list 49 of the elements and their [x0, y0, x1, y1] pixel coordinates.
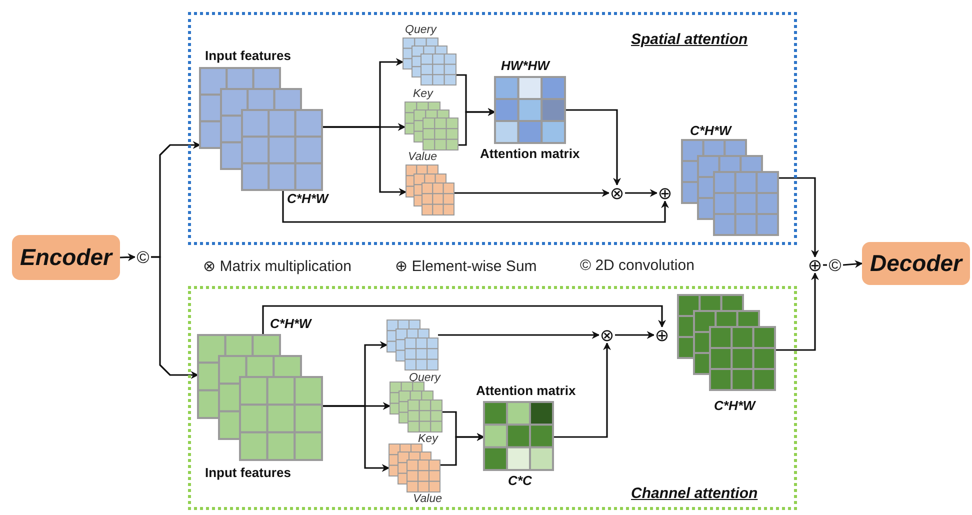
- map-label: Value: [408, 151, 437, 164]
- map-label: Key: [418, 433, 438, 446]
- multiply-symbol: ⊗: [609, 185, 625, 201]
- arrow: [438, 331, 600, 339]
- map-label: Query: [405, 24, 436, 38]
- sum-symbol: ⊕: [807, 257, 823, 273]
- dimension-label: C*H*W: [714, 399, 756, 414]
- map-label: Value: [413, 493, 442, 506]
- arrow: [120, 253, 136, 262]
- arrow: [322, 126, 407, 196]
- arrow: [454, 189, 610, 197]
- arrow: [775, 272, 819, 351]
- sum-symbol: ⊕: [654, 327, 670, 343]
- arrow: [778, 177, 819, 258]
- legend-entry: ⊗ Matrix multiplication: [203, 257, 352, 275]
- caption-text: Input features: [205, 466, 291, 481]
- spatial-attention-frame: [188, 12, 797, 245]
- section-title: Channel attention: [631, 485, 758, 502]
- arrow: [553, 342, 611, 438]
- decoder-box: Decoder: [862, 242, 970, 285]
- arrow: [440, 433, 485, 466]
- caption-text: Input features: [205, 49, 291, 64]
- arrow: [842, 260, 863, 268]
- dimension-label: HW*HW: [501, 59, 550, 74]
- dimension-label: C*C: [508, 474, 532, 489]
- caption-text: Attention matrix: [480, 147, 580, 162]
- arrow: [625, 189, 658, 197]
- concat-symbol: ©: [827, 257, 843, 273]
- arrow: [151, 256, 199, 379]
- sum-symbol: ⊕: [657, 185, 673, 201]
- legend-entry: © 2D convolution: [580, 257, 694, 274]
- concat-symbol: ©: [135, 249, 151, 265]
- map-label: Query: [409, 372, 440, 386]
- map-label: Key: [413, 88, 433, 102]
- arrow: [262, 305, 666, 335]
- dimension-label: C*H*W: [690, 124, 732, 139]
- multiply-symbol: ⊗: [599, 327, 615, 343]
- arrow: [458, 108, 496, 146]
- arrow: [282, 190, 669, 223]
- caption-text: Attention matrix: [476, 384, 576, 399]
- legend-entry: ⊕ Element-wise Sum: [395, 257, 537, 275]
- arrow: [322, 405, 390, 472]
- section-title: Spatial attention: [631, 31, 748, 48]
- dimension-label: C*H*W: [270, 317, 312, 332]
- channel-attention-frame: [188, 286, 797, 510]
- arrow: [615, 331, 655, 339]
- encoder-box: Encoder: [12, 235, 120, 280]
- arrow: [565, 109, 621, 186]
- dimension-label: C*H*W: [287, 192, 328, 207]
